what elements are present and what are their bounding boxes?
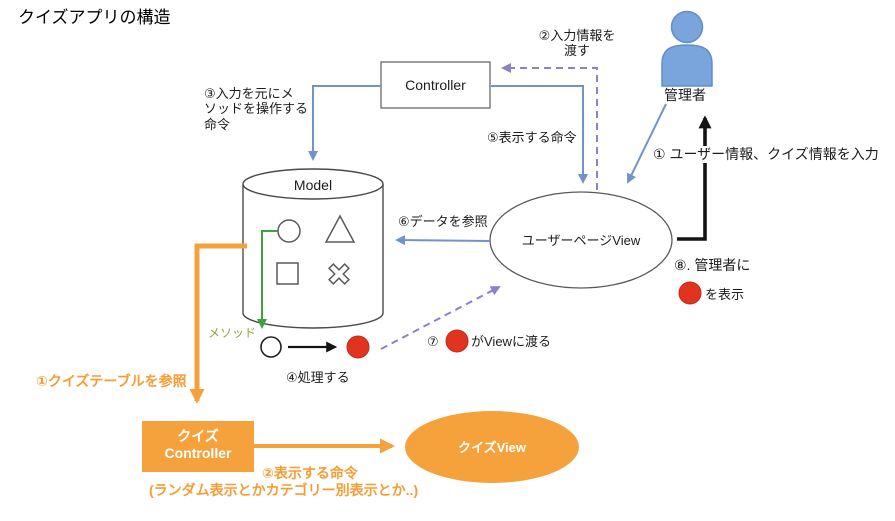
arrow-admin-to-view: [627, 103, 667, 184]
model-circle-shape: [277, 219, 301, 243]
model-cross-shape: [328, 263, 350, 285]
step7-label-suffix: がViewに渡る: [471, 334, 551, 349]
arrow-view-to-admin: [677, 115, 712, 241]
arrow-model-to-quizcontroller: [189, 243, 247, 404]
quiz-controller-node-label: クイズ Controller: [164, 428, 232, 461]
admin-person-icon: [661, 10, 713, 87]
model-triangle-shape: [324, 214, 356, 243]
controller-box: [380, 61, 491, 109]
step7-red-circle: [445, 329, 469, 353]
quiz-step1-label: ①クイズテーブルを参照: [36, 373, 187, 389]
quiz-step2-label-line2: (ランダム表示とかカテゴリー別表示とか..): [149, 482, 419, 498]
quiz-view-ellipse: [405, 411, 579, 483]
quiz-controller-box: [142, 421, 254, 472]
arrow-result-to-view: [380, 286, 501, 350]
admin-label: 管理者: [664, 87, 706, 103]
model-cylinder: [242, 168, 384, 329]
user-view-node-label: ユーザーページView: [521, 233, 641, 248]
step8-label-line1: ⑧. 管理者に: [674, 257, 751, 273]
step1-label: ① ユーザー情報、クイズ情報を入力: [651, 146, 881, 163]
arrow-method: [257, 230, 278, 329]
result-red-circle: [346, 335, 370, 359]
arrow-view-to-controller: [501, 63, 598, 190]
step4-label: ④処理する: [286, 370, 350, 385]
step3-label: ③入力を元にメ ソッドを操作する 命令: [204, 86, 309, 132]
page-title: クイズアプリの構造: [18, 8, 171, 27]
method-label: メソッド: [208, 326, 257, 340]
step8-red-circle: [678, 281, 702, 305]
quiz-view-node-label: クイズView: [458, 440, 526, 455]
blue-arrows: [308, 85, 667, 246]
step2-label: ②入力情報を 渡す: [538, 28, 616, 59]
arrow-controller-to-model: [308, 85, 381, 161]
model-node-label: Model: [293, 177, 333, 193]
step5-label: ⑤表示する命令: [487, 130, 577, 145]
orange-arrows: [189, 243, 395, 454]
model-square-shape: [276, 262, 299, 285]
quiz-step2-label-line1: ②表示する命令: [262, 465, 358, 481]
purple-dashed-arrows: [380, 63, 598, 350]
model-inner-shapes: [276, 214, 356, 285]
step8-label-line2: を表示: [705, 287, 745, 302]
process-input-circle: [260, 336, 282, 358]
step6-label: ⑥データを参照: [398, 214, 488, 229]
controller-node-label: Controller: [405, 77, 466, 93]
arrow-controller-to-view: [491, 85, 588, 184]
arrow-view-to-model: [395, 235, 491, 246]
step7-label-prefix: ⑦: [427, 334, 439, 349]
